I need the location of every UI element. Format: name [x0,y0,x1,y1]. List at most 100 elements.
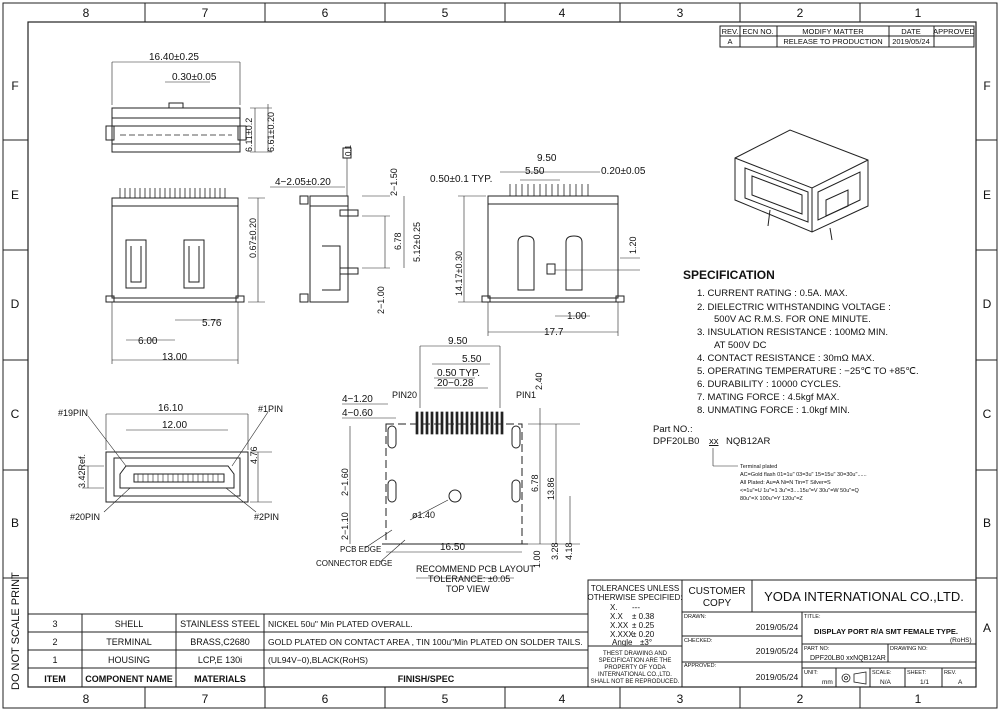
tol-notice: INTERNATIONAL CO.,LTD. [598,672,672,678]
bom-item: 3 [52,619,57,629]
tol-val: --- [632,603,640,612]
pcb-layout [342,345,580,579]
col-bottom: 5 [442,692,449,706]
pin1-label: #1PIN [258,404,283,414]
dim-w2: 12.00 [162,420,187,431]
bom-finish: GOLD PLATED ON CONTACT AREA , TIN 100u"M… [268,637,583,647]
spec-item: AT 500V DC [714,340,767,351]
dim-w1: 5.76 [202,318,222,329]
col-top: 2 [797,6,804,20]
copy-label: COPY [703,598,732,609]
connector-edge-label: CONNECTOR EDGE [316,559,392,568]
top-view [105,61,272,153]
bom-material: STAINLESS STEEL [180,619,260,629]
rear-view-dims: 0.50±0.1 TYP. 9.50 5.50 0.20±0.05 14.17±… [430,153,646,338]
bom-finish: NICKEL 50u" Min PLATED OVERALL. [268,619,413,629]
rev-cell: A [727,37,732,46]
col-bottom: 6 [322,692,329,706]
pcb-view: TOP VIEW [446,584,490,594]
pcb-title: RECOMMEND PCB LAYOUT [416,564,535,574]
plating-title: Terminal plated [740,464,777,470]
pcb-hole: ø1.40 [412,510,435,520]
bom-item: 1 [52,655,57,665]
col-top: 7 [202,6,209,20]
bom-header: ITEM [44,674,66,684]
specification: SPECIFICATION 1. CURRENT RATING : 0.5A. … [683,268,919,416]
spec-item: 500V AC R.M.S. FOR ONE MINUTE. [714,314,871,325]
dim-h2: 6.61±0.20 [266,112,276,152]
rev-cell: RELEASE TO PRODUCTION [783,37,882,46]
pcb-pin20: PIN20 [392,390,417,400]
title-block: CUSTOMER COPY YODA INTERNATIONAL CO.,LTD… [681,579,977,688]
front-view [105,188,265,364]
pcb-r4: 4.18 [564,542,574,560]
tol-title: TOLERANCES UNLESS [591,584,679,593]
tol-key: Angle [612,638,633,647]
checked-date: 2019/05/24 [756,646,799,656]
dim-d2: 1.00 [567,311,587,322]
pin20-label: #20PIN [70,512,100,522]
pcb-r5: 1.00 [532,550,542,568]
pcb-pins: 20−0.28 [437,378,474,389]
bom-component: TERMINAL [106,637,152,647]
do-not-scale-note: DO NOT SCALE PRINT [10,572,22,690]
spec-item: 3. INSULATION RESISTANCE : 100MΩ MIN. [697,327,888,338]
spec-item: 2. DIELECTRIC WITHSTANDING VOLTAGE : [697,302,891,313]
rear-view [458,171,640,336]
face-view [82,411,272,513]
col-top: 4 [559,6,566,20]
spec-title: SPECIFICATION [683,268,775,282]
face-view-dims: 16.10 12.00 3.42Ref. 4.76 #19PIN #1PIN #… [58,403,283,522]
rev-header: DATE [901,27,920,36]
col-top: 1 [915,6,922,20]
tol-key: X. [610,603,618,612]
row-left: B [11,516,19,530]
tol-notice: SHALL NOT BE REPRODUCED. [591,679,680,685]
bom-header: COMPONENT NAME [85,674,173,684]
dim-h1: 3.42Ref. [77,454,87,488]
projection-icon [841,671,867,685]
tol-key: X.X [610,612,624,621]
pcb-w2: 5.50 [462,354,482,365]
drawn-date: 2019/05/24 [756,622,799,632]
col-bottom: 3 [677,692,684,706]
unit-value: mm [822,679,833,686]
dim-w1: 16.10 [158,403,183,414]
col-top: 8 [83,6,90,20]
col-bottom: 7 [202,692,209,706]
dim-width: 16.40±0.25 [149,52,199,63]
company-name: YODA INTERNATIONAL CO.,LTD. [764,589,964,604]
dim-h1: 6.11±0.2 [244,118,254,152]
front-view-dims: 0.67±0.20 5.76 6.00 13.00 [138,218,258,363]
pcb-layout-dims: 9.50 5.50 0.50 TYP. 20−0.28 2.40 4−1.20 … [316,336,574,594]
part-no-suffix: NQB12AR [726,436,770,447]
tol-title: OTHERWISE SPECIFIED: [588,593,683,602]
dim-pin-gap: 0.30±0.05 [172,72,217,83]
pcb-left2: 4−0.60 [342,408,373,419]
customer-label: CUSTOMER [688,586,745,597]
col-bottom: 1 [915,692,922,706]
bom-item: 2 [52,637,57,647]
drawn-label: DRAWN: [684,614,707,620]
bom-header: MATERIALS [194,674,246,684]
part-no-code: xx [709,436,719,447]
bom-table: 3 SHELL STAINLESS STEEL 2 TERMINAL BRASS… [27,613,589,688]
dim-w1: 9.50 [537,153,557,164]
scale-label: SCALE: [872,670,892,676]
dim-h: 0.67±0.20 [248,218,258,258]
tol-val: ± 0.20 [632,630,655,639]
dim-d2: 6.78 [393,232,403,250]
side-view-dims: 4−2.05±0.20 0.1 2−1.50 6.78 5.12±0.25 2−… [275,144,422,314]
iso-view [734,129,869,241]
plating-line: 80u"=X 100u"=Y 120u"=Z [740,496,803,502]
tolerance-block: TOLERANCES UNLESS OTHERWISE SPECIFIED: X… [587,579,683,688]
rev-header: ECN NO. [742,27,773,36]
tol-notice: PROPERTY OF YODA [604,665,665,671]
revision-table: REV. ECN NO. MODIFY MATTER DATE APPROVED… [719,25,975,48]
col-top: 3 [677,6,684,20]
dim-w3: 13.00 [162,352,187,363]
col-top: 6 [322,6,329,20]
part-no-prefix: DPF20LB0 [653,436,699,447]
row-left: F [11,79,18,93]
spec-item: 5. OPERATING TEMPERATURE : −25℃ TO +85℃. [697,366,919,377]
